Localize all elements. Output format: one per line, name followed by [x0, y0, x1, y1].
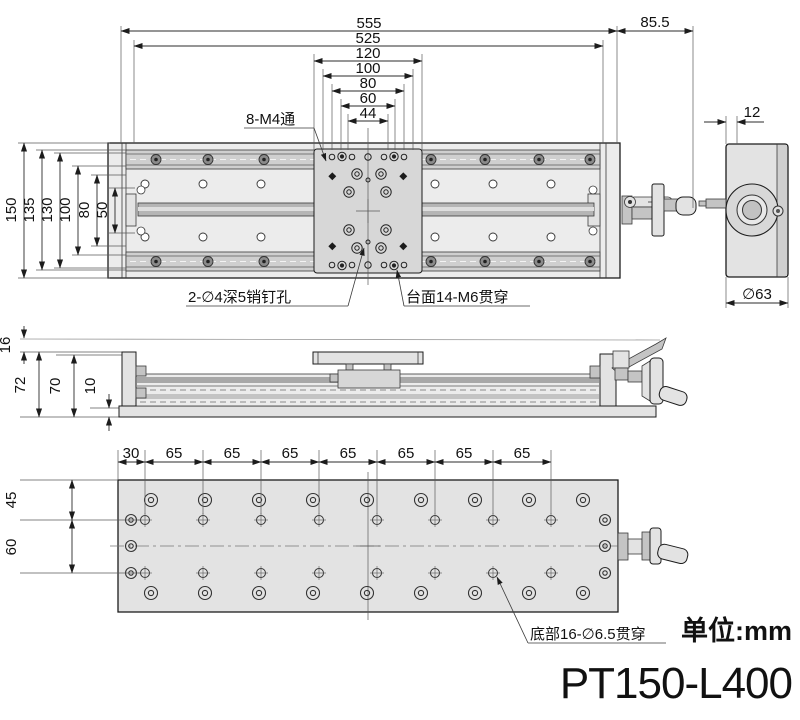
dim-100: 100: [355, 60, 380, 77]
dim-80-v: 80: [76, 202, 93, 219]
top-view: 555 525 120 100 80 60 44 85.5 150 135 13: [3, 14, 697, 307]
bottom-callout: 底部16-∅6.5贯穿: [496, 576, 666, 644]
dim-150: 150: [3, 197, 20, 222]
dim-30: 30: [123, 445, 140, 462]
side-dims: 16 72 70 10: [0, 326, 113, 431]
crank-handle-side: [589, 337, 688, 407]
clamp-stub: [705, 198, 727, 209]
dim-50: 50: [94, 202, 111, 219]
rail-screws: [150, 154, 596, 267]
top-dims-horizontal: 555 525 120 100 80 60 44 85.5: [120, 14, 694, 208]
dim-555: 555: [356, 15, 381, 32]
diamond-markers: [328, 172, 408, 251]
dim-135: 135: [21, 197, 38, 222]
bottom-dims-horizontal: 30 65 65 65 65 65 65 65: [117, 445, 552, 514]
model-number: PT150-L400: [560, 659, 792, 708]
dim-12: 12: [744, 104, 761, 121]
bottom-dims-vertical: 45 60: [3, 479, 140, 574]
base-plate-side: [118, 405, 657, 418]
dim-10: 10: [82, 378, 99, 395]
dim-80: 80: [360, 75, 377, 92]
dim-65-4: 65: [340, 445, 357, 462]
callout-m4: 8-M4通: [246, 111, 295, 128]
crank-handle-bottom: [617, 527, 689, 565]
dim-16: 16: [0, 337, 14, 354]
dim-100-v: 100: [57, 197, 74, 222]
dim-65-5: 65: [398, 445, 415, 462]
dim-65-2: 65: [224, 445, 241, 462]
bottom-big-holes: [124, 492, 612, 601]
handwheel-end: [725, 183, 784, 237]
dim-70: 70: [47, 378, 64, 395]
top-dims-vertical: 150 135 130 100 80 50: [3, 142, 135, 279]
unit-note: 单位:mm: [681, 615, 792, 646]
dim-72: 72: [12, 377, 29, 394]
moving-table-side: [312, 351, 424, 389]
dim-120: 120: [355, 45, 380, 62]
left-end-cap: [121, 351, 137, 407]
top-view-callouts: 8-M4通 2-∅4深5销钉孔 台面14-M6贯穿: [186, 111, 530, 307]
dim-65-3: 65: [282, 445, 299, 462]
dim-60: 60: [3, 539, 20, 556]
bottom-view: 30 65 65 65 65 65 65 65 45 60 底部16-∅6.5贯…: [3, 445, 689, 644]
callout-pin: 2-∅4深5销钉孔: [188, 289, 291, 306]
dim-dia63: ∅63: [742, 286, 772, 303]
dim-65-7: 65: [514, 445, 531, 462]
dim-525: 525: [355, 30, 380, 47]
end-view: 12 ∅63: [698, 104, 789, 308]
dim-45: 45: [3, 492, 20, 509]
end-dim-12: 12: [704, 104, 764, 144]
bottom-cross-holes: [138, 513, 558, 580]
footer: 单位:mm PT150-L400: [560, 615, 793, 708]
body-holes: [140, 179, 556, 242]
crank-handle-top: [621, 183, 697, 237]
dim-65-6: 65: [456, 445, 473, 462]
callout-table: 台面14-M6贯穿: [406, 289, 509, 306]
end-dim-dia63: ∅63: [725, 277, 789, 308]
dim-60: 60: [360, 90, 377, 107]
dim-130: 130: [39, 197, 56, 222]
carriage-plate: [313, 128, 423, 285]
side-view: 16 72 70 10: [0, 326, 688, 431]
callout-bottom-holes: 底部16-∅6.5贯穿: [530, 626, 646, 643]
dim-85-5: 85.5: [640, 14, 669, 31]
dim-44: 44: [360, 105, 377, 122]
dim-65-1: 65: [166, 445, 183, 462]
